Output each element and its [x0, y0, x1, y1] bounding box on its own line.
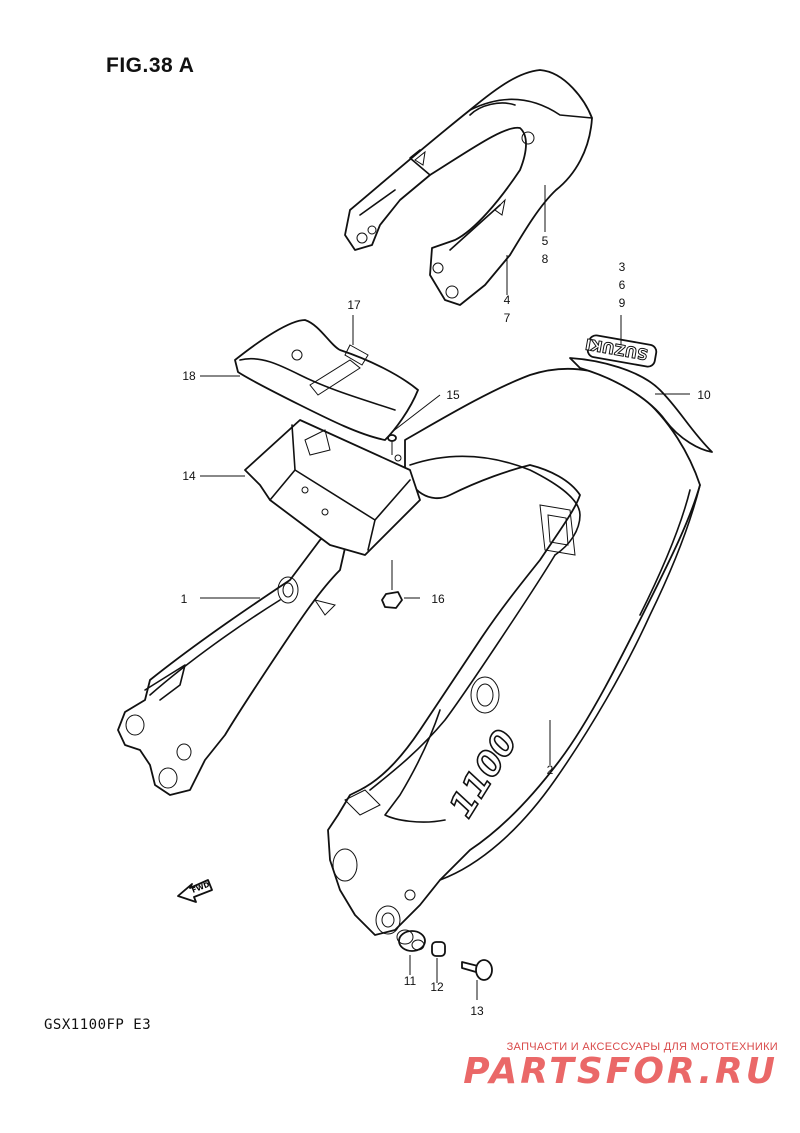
screw-15	[387, 434, 397, 455]
bushing-11	[396, 929, 426, 952]
suzuki-emblem: SUZUKI	[583, 334, 658, 368]
callout-12: 12	[430, 980, 444, 994]
watermark: ЗАПЧАСТИ И АКСЕССУАРЫ ДЛЯ МОТОТЕХНИКИ PA…	[463, 1041, 778, 1091]
trim-strip	[569, 357, 713, 453]
callout-4-7: 4 7	[495, 291, 519, 327]
callout-3: 3	[618, 260, 626, 274]
tool-tray	[244, 419, 421, 556]
callout-18: 18	[182, 369, 196, 383]
callout-1: 1	[180, 592, 188, 606]
callout-10: 10	[697, 388, 711, 402]
callout-15: 15	[446, 388, 460, 402]
figure-title: FIG.38 A	[106, 54, 195, 77]
frame-cover-left	[117, 533, 346, 796]
callout-5-8: 5 8	[533, 232, 557, 268]
callout-4: 4	[503, 293, 511, 307]
model-code: GSX1100FP E3	[44, 1017, 152, 1033]
bolt-13	[461, 959, 493, 981]
callout-8: 8	[541, 252, 549, 266]
forward-arrow-icon: FWD	[177, 879, 213, 903]
rear-grab-rail	[344, 69, 593, 306]
tool-bag	[234, 319, 419, 441]
callout-5: 5	[541, 234, 549, 248]
callout-7: 7	[503, 311, 511, 325]
callout-13: 13	[470, 1004, 484, 1018]
watermark-brand: PARTSFOR.RU	[463, 1051, 778, 1092]
callout-9: 9	[618, 296, 626, 310]
leader-lines	[200, 185, 690, 1000]
callout-6: 6	[618, 278, 626, 292]
callout-3-6-9: 3 6 9	[610, 258, 634, 312]
callout-11: 11	[403, 974, 417, 988]
callout-2: 2	[546, 763, 554, 777]
nut-16	[381, 591, 403, 609]
callout-16: 16	[431, 592, 445, 606]
watermark-tagline: ЗАПЧАСТИ И АКСЕССУАРЫ ДЛЯ МОТОТЕХНИКИ	[506, 1041, 778, 1053]
callout-17: 17	[347, 298, 361, 312]
callout-14: 14	[182, 469, 196, 483]
collar-12	[431, 941, 446, 957]
seat-tail-cowl: 1100	[327, 367, 701, 936]
